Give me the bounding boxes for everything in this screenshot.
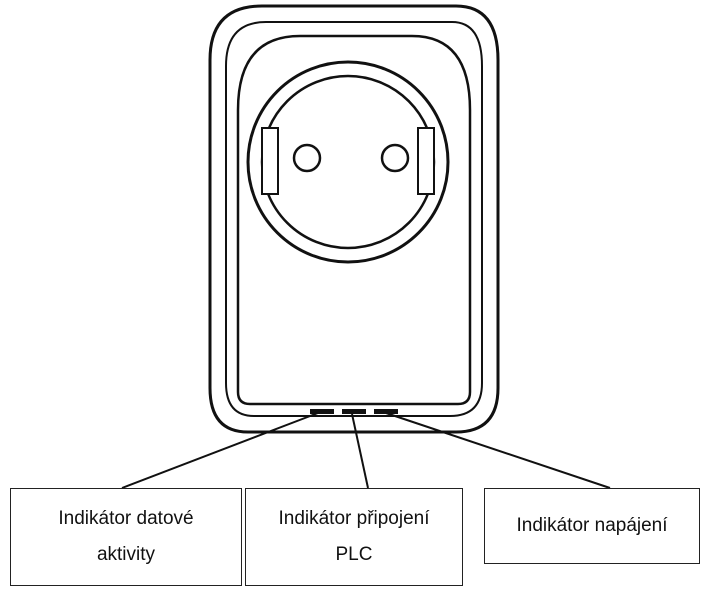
- led-power: [374, 409, 398, 414]
- adapter-housing-inner: [225, 21, 483, 417]
- leader-line-data-activity: [121, 412, 319, 489]
- label-data-activity-indicator: Indikátor datové aktivity: [10, 488, 242, 586]
- leader-line-plc-connection: [351, 413, 369, 489]
- label-power-indicator: Indikátor napájení: [484, 488, 700, 564]
- earthing-clip-left: [261, 127, 279, 195]
- label-plc-connection-line1: Indikátor připojení: [278, 508, 430, 529]
- socket-pin-hole-right: [380, 143, 410, 173]
- label-plc-connection-line2: PLC: [335, 544, 373, 565]
- leader-line-power: [385, 412, 611, 489]
- led-plc-connection: [342, 409, 366, 414]
- label-power-line1: Indikátor napájení: [516, 515, 668, 536]
- led-data-activity: [310, 409, 334, 414]
- label-plc-connection-indicator: Indikátor připojení PLC: [245, 488, 463, 586]
- socket-pin-hole-left: [292, 143, 322, 173]
- label-data-activity-line2: aktivity: [96, 544, 156, 565]
- label-data-activity-line1: Indikátor datové: [58, 508, 194, 529]
- earthing-clip-right: [417, 127, 435, 195]
